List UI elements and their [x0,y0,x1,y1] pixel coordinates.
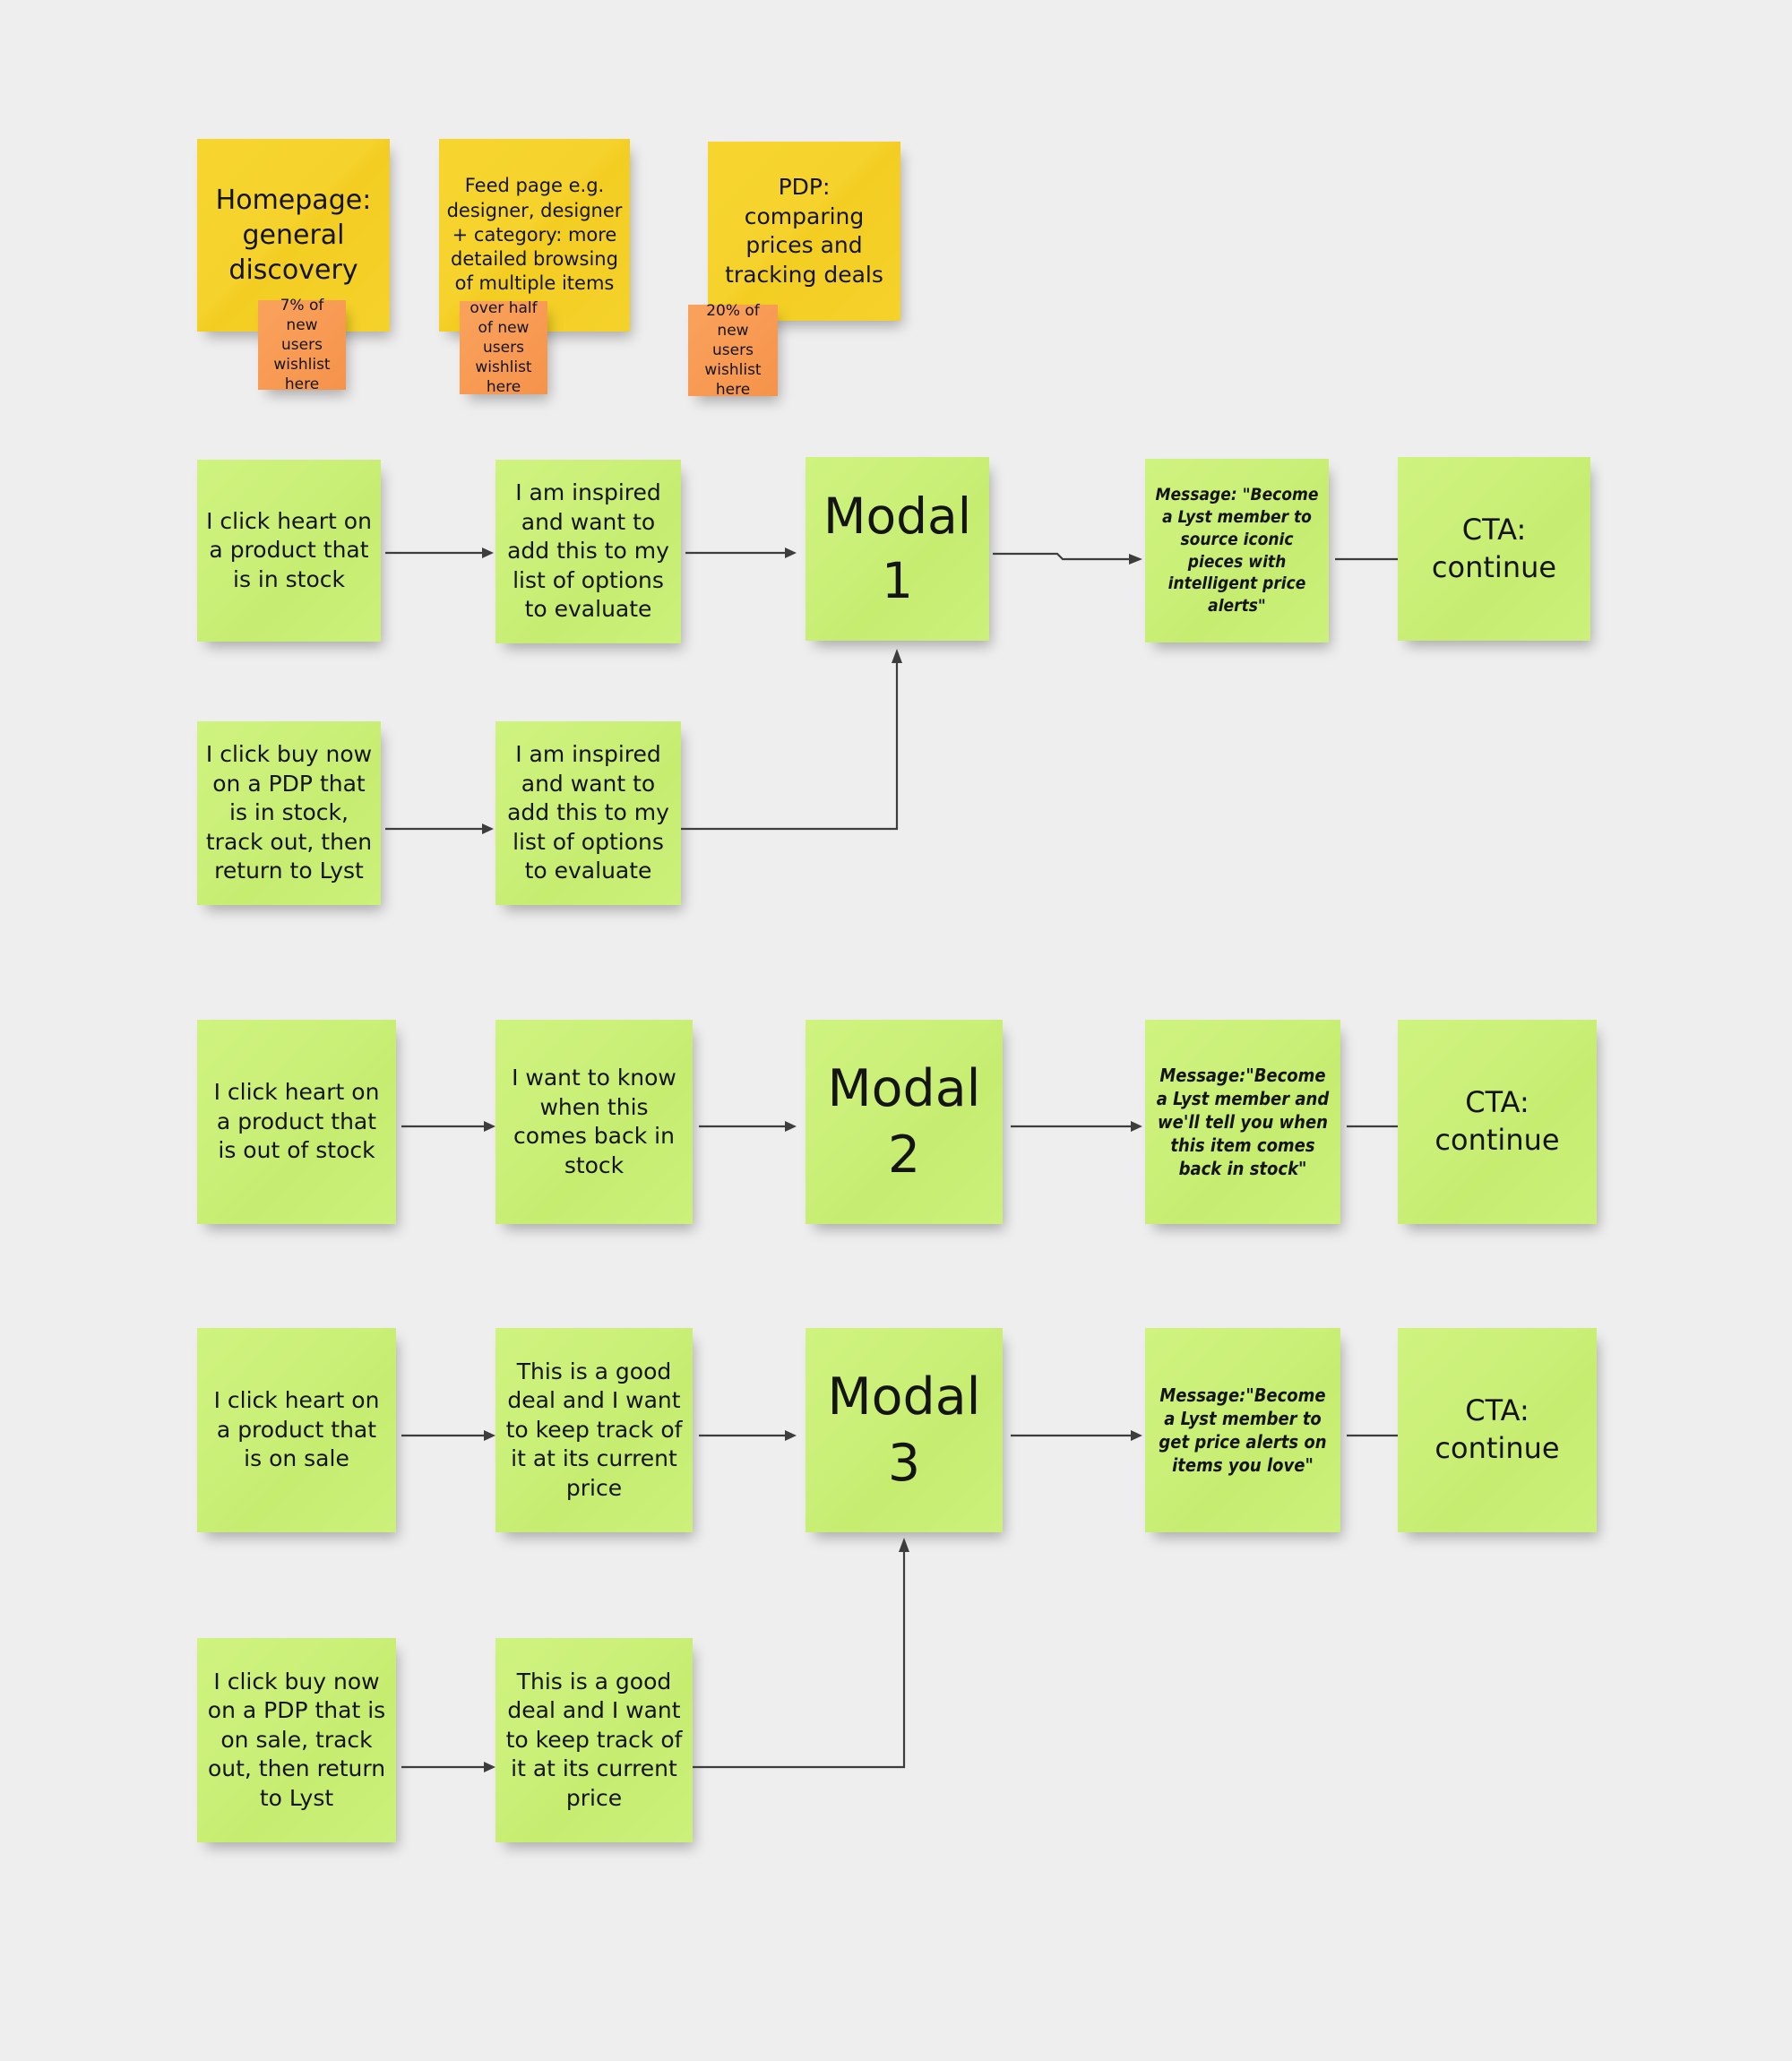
arrow-flow1-modal-to-message [993,552,1142,565]
flow-2-modal-note[interactable]: Modal 2 [806,1020,1003,1224]
arrow-flow3-intent-to-modal [699,1430,797,1441]
context-note-homepage[interactable]: Homepage: general discovery [197,139,390,332]
flow-1-trigger-note[interactable]: I click heart on a product that is in st… [197,460,381,642]
arrow-flow1-trigger-to-intent [385,548,494,558]
flow-3-trigger-note[interactable]: I click heart on a product that is on sa… [197,1328,396,1532]
flow-3-intent-note[interactable]: This is a good deal and I want to keep t… [495,1328,693,1532]
flow-1-message-note[interactable]: Message: "Become a Lyst member to source… [1145,459,1329,642]
context-note-pdp-text: PDP: comparing prices and tracking deals [725,174,883,288]
flow-1-modal-note[interactable]: Modal 1 [806,457,989,641]
flow-2-trigger-note[interactable]: I click heart on a product that is out o… [197,1020,396,1224]
flow-2-trigger-text: I click heart on a product that is out o… [213,1079,380,1164]
flow-3-modal-label-line1: Modal [827,1367,981,1427]
flow-1-modal-label-line2: 1 [882,551,913,609]
flow-2-intent-text: I want to know when this comes back in s… [512,1065,676,1178]
flow-3-modal-note[interactable]: Modal 3 [806,1328,1003,1532]
stat-note-pdp[interactable]: 20% of new users wishlist here [688,302,778,399]
flow-1-secondary-intent-note[interactable]: I am inspired and want to add this to my… [495,721,681,905]
elbow-flow1-secondary-to-modal [681,649,902,831]
flow-2-message-note[interactable]: Message:"Become a Lyst member and we'll … [1145,1020,1340,1224]
stat-note-pdp-text: 20% of new users wishlist here [704,301,762,400]
flow-1-secondary-trigger-note[interactable]: I click buy now on a PDP that is in stoc… [197,721,381,905]
elbow-flow3-secondary-to-modal [693,1538,909,1769]
context-note-homepage-text: Homepage: general discovery [215,185,372,286]
flow-1-modal-label-line1: Modal [823,487,971,545]
arrow-flow2-intent-to-modal [699,1121,797,1132]
flow-1-secondary-trigger-text: I click buy now on a PDP that is in stoc… [205,741,373,884]
flow-3-secondary-intent-text: This is a good deal and I want to keep t… [505,1668,683,1811]
flow-2-cta-note[interactable]: CTA: continue [1398,1020,1597,1224]
flow-1-modal-label: Modal 1 [813,485,982,613]
arrow-flow1-secondary-trigger-to-intent [385,824,494,834]
flow-1-secondary-intent-text: I am inspired and want to add this to my… [507,741,669,884]
context-note-feed-page[interactable]: Feed page e.g. designer, designer + cate… [439,139,630,332]
flow-3-secondary-trigger-text: I click buy now on a PDP that is on sale… [207,1668,386,1811]
flow-1-intent-note[interactable]: I am inspired and want to add this to my… [495,460,681,643]
flow-1-trigger-text: I click heart on a product that is in st… [206,507,372,592]
flow-2-cta-text: CTA: continue [1434,1085,1560,1157]
flow-2-modal-label-line1: Modal [827,1058,981,1118]
flow-1-cta-text: CTA: continue [1431,512,1557,584]
context-note-feed-page-text: Feed page e.g. designer, designer + cate… [446,175,623,295]
flow-3-secondary-trigger-note[interactable]: I click buy now on a PDP that is on sale… [197,1638,396,1842]
flow-2-modal-label-line2: 2 [887,1125,921,1185]
arrow-flow3-secondary-trigger-to-intent [401,1762,495,1772]
arrow-flow2-trigger-to-intent [401,1121,495,1132]
arrow-flow3-modal-to-message [1011,1430,1142,1441]
context-note-pdp[interactable]: PDP: comparing prices and tracking deals [708,142,900,321]
flow-3-message-text: Message:"Become a Lyst member to get pri… [1159,1384,1327,1476]
stat-note-feed-page-text: over half of new users wishlist here [470,298,538,397]
flow-2-intent-note[interactable]: I want to know when this comes back in s… [495,1020,693,1224]
flow-3-trigger-text: I click heart on a product that is on sa… [213,1387,380,1472]
flow-2-message-text: Message:"Become a Lyst member and we'll … [1156,1065,1330,1179]
stat-note-homepage[interactable]: 7% of new users wishlist here [258,297,346,393]
flow-3-cta-text: CTA: continue [1434,1393,1560,1465]
stat-note-feed-page[interactable]: over half of new users wishlist here [460,298,547,397]
flow-3-intent-text: This is a good deal and I want to keep t… [505,1358,683,1501]
flow-1-intent-text: I am inspired and want to add this to my… [507,479,669,623]
arrow-flow1-intent-to-modal [685,548,797,558]
flow-2-modal-label: Modal 2 [813,1056,995,1188]
flow-3-cta-note[interactable]: CTA: continue [1398,1328,1597,1532]
flow-3-secondary-intent-note[interactable]: This is a good deal and I want to keep t… [495,1638,693,1842]
flow-3-modal-label-line2: 3 [887,1434,921,1493]
flow-3-message-note[interactable]: Message:"Become a Lyst member to get pri… [1145,1328,1340,1532]
arrow-flow3-trigger-to-intent [401,1430,495,1441]
flow-1-message-text: Message: "Become a Lyst member to source… [1155,485,1319,616]
arrow-flow2-modal-to-message [1011,1121,1142,1132]
stat-note-homepage-text: 7% of new users wishlist here [273,296,331,394]
flow-1-cta-note[interactable]: CTA: continue [1398,457,1590,641]
flow-3-modal-label: Modal 3 [813,1364,995,1496]
